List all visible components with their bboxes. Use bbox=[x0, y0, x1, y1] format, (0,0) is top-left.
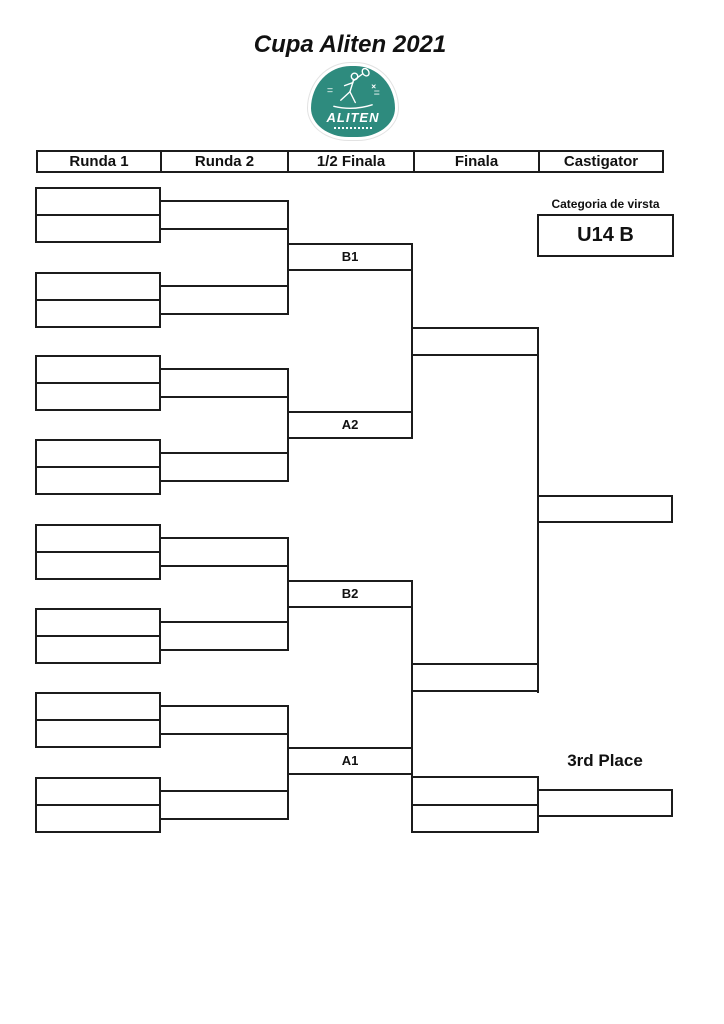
round2-line bbox=[160, 200, 289, 202]
slot-divider bbox=[37, 804, 159, 806]
round1-pair-3 bbox=[35, 355, 161, 411]
round2-line bbox=[160, 705, 289, 707]
round1-pair-5 bbox=[35, 524, 161, 580]
slot-divider bbox=[37, 635, 159, 637]
category-label: Categoria de virsta bbox=[551, 197, 660, 211]
slot-divider bbox=[37, 466, 159, 468]
round1-pair-2 bbox=[35, 272, 161, 328]
third-place-pair bbox=[411, 776, 539, 833]
round2-line bbox=[160, 565, 289, 567]
round2-line bbox=[160, 649, 289, 651]
connector-line bbox=[411, 580, 413, 833]
player-slot bbox=[37, 274, 159, 299]
round1-pair-6 bbox=[35, 608, 161, 664]
player-slot bbox=[37, 301, 159, 326]
header-runda-2: Runda 2 bbox=[160, 150, 289, 173]
round1-pair-4 bbox=[35, 439, 161, 495]
header-final: Finala bbox=[413, 150, 540, 173]
slot-divider bbox=[37, 382, 159, 384]
round2-line bbox=[160, 228, 289, 230]
third-place-label: 3rd Place bbox=[567, 751, 643, 770]
slot-divider bbox=[37, 551, 159, 553]
round1-pair-8 bbox=[35, 777, 161, 833]
third-place-winner-slot bbox=[537, 789, 673, 817]
player-slot bbox=[37, 526, 159, 551]
round2-line bbox=[160, 285, 289, 287]
logo-wordmark: ALITEN bbox=[326, 110, 380, 125]
category-value-box: U14 B bbox=[537, 214, 674, 257]
header-runda-1: Runda 1 bbox=[36, 150, 162, 173]
round2-line bbox=[160, 313, 289, 315]
round1-pair-7 bbox=[35, 692, 161, 748]
round2-line bbox=[160, 818, 289, 820]
final-slot-bottom bbox=[411, 663, 539, 692]
player-slot bbox=[37, 610, 159, 635]
logo-tagline bbox=[334, 127, 372, 129]
slot-divider bbox=[37, 299, 159, 301]
round2-line bbox=[160, 790, 289, 792]
round2-line bbox=[160, 368, 289, 370]
semifinal-box-a2: A2 bbox=[287, 411, 413, 439]
player-slot bbox=[37, 384, 159, 409]
player-slot bbox=[37, 721, 159, 746]
player-slot bbox=[37, 441, 159, 466]
header-winner: Castigator bbox=[538, 150, 664, 173]
player-slot bbox=[37, 553, 159, 578]
final-slot-top bbox=[411, 327, 539, 356]
slot-divider bbox=[37, 719, 159, 721]
winner-slot bbox=[537, 495, 673, 523]
player-slot bbox=[37, 637, 159, 662]
round2-line bbox=[160, 621, 289, 623]
round2-line bbox=[160, 480, 289, 482]
player-slot bbox=[37, 468, 159, 493]
semifinal-box-b2: B2 bbox=[287, 580, 413, 608]
player-slot bbox=[37, 779, 159, 804]
page-title: Cupa Aliten 2021 bbox=[253, 31, 447, 58]
round2-line bbox=[160, 396, 289, 398]
round2-line bbox=[160, 537, 289, 539]
semifinal-box-a1: A1 bbox=[287, 747, 413, 775]
player-slot bbox=[37, 694, 159, 719]
header-semifinal: 1/2 Finala bbox=[287, 150, 415, 173]
slot-divider bbox=[37, 214, 159, 216]
tennis-player-icon bbox=[327, 68, 380, 109]
player-slot bbox=[37, 189, 159, 214]
round2-line bbox=[160, 452, 289, 454]
player-slot bbox=[37, 806, 159, 831]
round1-pair-1 bbox=[35, 187, 161, 243]
player-slot bbox=[37, 216, 159, 241]
round2-line bbox=[160, 733, 289, 735]
aliten-logo: ALITEN bbox=[308, 63, 398, 140]
semifinal-box-b1: B1 bbox=[287, 243, 413, 271]
slot-divider bbox=[413, 804, 537, 806]
player-slot bbox=[37, 357, 159, 382]
